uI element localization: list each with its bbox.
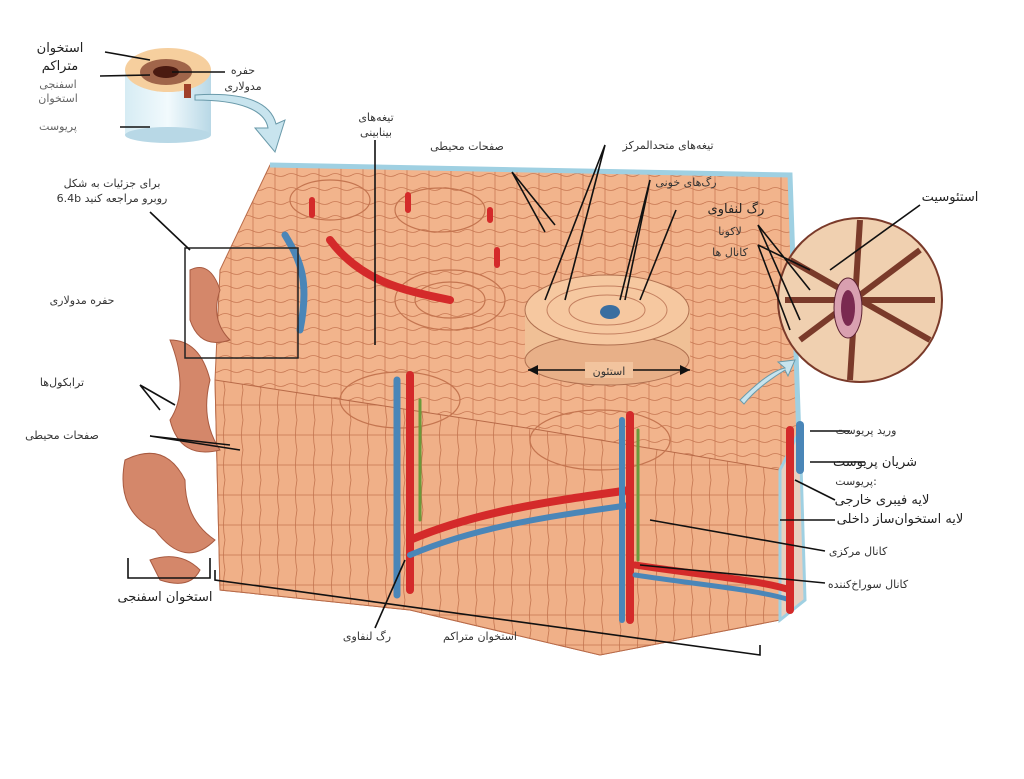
zoom-arrow <box>194 93 286 154</box>
concentric-lamellae-label: تیغه‌های متحدالمرکز <box>621 139 713 152</box>
canaliculi-label: کانال ها <box>712 246 748 259</box>
circumferential-lamellae-left-label: صفحات محیطی <box>25 429 99 442</box>
circumferential-lamellae-top-label: صفحات محیطی <box>430 140 504 153</box>
inner-osteogenic-layer-label: لایه استخوان‌ساز داخلی <box>837 512 964 527</box>
periosteal-artery-label: شریان پریوست <box>833 455 917 470</box>
periosteal-vein-label: ورید پریوست <box>836 424 897 437</box>
trabeculae-label: ترابکول‌ها <box>40 376 84 389</box>
leader-lines <box>99 51 921 656</box>
medullary-cavity-label: حفره مدولاری <box>50 294 115 307</box>
lymphatic-vessel-bottom-label: رگ لنفاوی <box>343 630 391 643</box>
inset-periosteum-label: پریوست <box>39 120 77 133</box>
inset-spongy-bone-label-2: استخوان <box>38 92 78 105</box>
osteon-label: استئون <box>593 365 626 378</box>
detail-box <box>184 247 299 359</box>
lymphatic-vessel-top-label: رگ لنفاوی <box>708 200 765 217</box>
perforating-canal-label: کانال سوراخ‌کننده <box>828 578 909 591</box>
compact-bone-label: استخوان متراکم <box>443 630 517 643</box>
see-figure-label-1: برای جزئیات به شکل <box>64 177 161 190</box>
interstitial-lamellae-label-2: بینابینی <box>360 126 392 139</box>
outer-fibrous-layer-label: لایه فیبری خارجی <box>835 493 930 508</box>
inset-compact-bone-label-1: استخوان <box>37 41 84 56</box>
periosteum-label: پریوست: <box>835 475 877 488</box>
inset-spongy-bone-label-1: اسفنجی <box>39 78 76 91</box>
see-figure-label-2: 6.4b روبرو مراجعه کنید <box>57 192 168 205</box>
interstitial-lamellae-label-1: تیغه‌های <box>358 111 393 124</box>
osteocyte-label: استئوسیت <box>922 190 979 205</box>
spongy-bone-trabeculae <box>122 267 231 584</box>
spongy-bone-label: استخوان اسفنجی <box>117 590 212 605</box>
lacunae-label: لاکونا <box>718 225 742 238</box>
central-canal-label: کانال مرکزی <box>829 545 888 558</box>
inset-medullary-label-2: مدولاری <box>224 80 261 93</box>
inset-compact-bone-label-2: متراکم <box>42 59 79 74</box>
blood-vessels-label: رگ‌های خونی <box>655 176 716 189</box>
osteocyte-detail-circle <box>777 217 943 383</box>
osteon-cylinder <box>524 274 690 386</box>
inset-medullary-label-1: حفره <box>231 64 255 77</box>
bone-block <box>122 162 807 656</box>
blood-vessels <box>281 192 804 624</box>
